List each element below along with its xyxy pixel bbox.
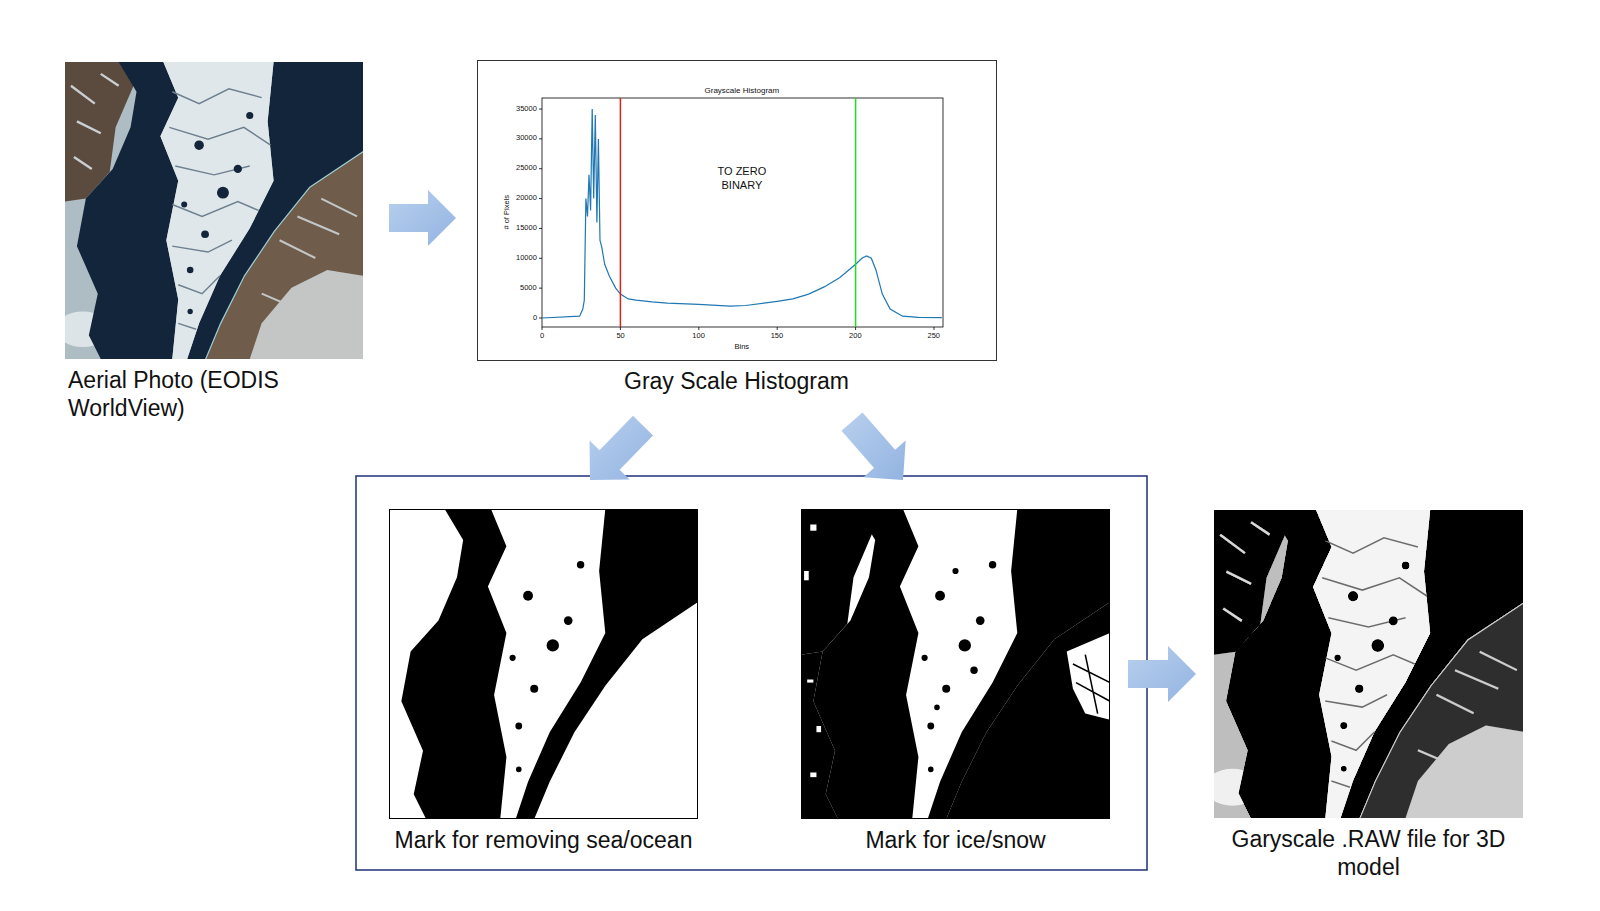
threshold-line [855, 98, 857, 327]
chart-text: TO ZERO [718, 165, 767, 178]
image-caption: Mark for removing sea/ocean [389, 827, 698, 855]
histogram-curve [542, 109, 942, 318]
block-arrow [389, 190, 456, 246]
histogram-chart-part [478, 61, 997, 361]
ice-mask-part [1067, 633, 1110, 720]
image-node: Garyscale .RAW file for 3D model [1214, 510, 1523, 881]
ice-mask-part [801, 509, 872, 655]
image-border [390, 510, 698, 819]
ice-mask-part [816, 726, 821, 732]
tick-label: 15000 [516, 224, 537, 233]
axis-title: # of Pixels [502, 195, 511, 230]
ice-mask-part [946, 602, 1110, 819]
histogram-chart-part [542, 98, 943, 327]
sea-mask [389, 509, 698, 819]
histogram-chart-part [539, 109, 542, 318]
aerial-photo [56, 62, 363, 359]
ice-mask [801, 509, 1110, 819]
block-arrow [590, 416, 654, 480]
tick-label: 30000 [516, 134, 537, 143]
ice-mask-part [1073, 655, 1110, 714]
threshold-line [620, 98, 622, 327]
image-space [477, 60, 996, 368]
chart-text: Grayscale Histogram [705, 86, 780, 95]
grayscale-image-part [1205, 510, 1523, 818]
image-node: Mark for ice/snow [801, 509, 1110, 855]
image-space [1214, 510, 1523, 826]
ice-mask-part [810, 525, 816, 531]
image-caption: Aerial Photo (EODIS WorldView) [65, 367, 318, 422]
sea-mask-part [401, 509, 698, 819]
histogram-chart-part [542, 327, 934, 330]
ice-mask-part [922, 561, 997, 772]
image-node: Mark for removing sea/ocean [389, 509, 698, 855]
image-caption: Garyscale .RAW file for 3D model [1214, 826, 1523, 881]
grayscale-image [1205, 510, 1523, 818]
chart-text: BINARY [722, 179, 763, 192]
image-node: Aerial Photo (EODIS WorldView) [65, 62, 363, 422]
tick-label: 150 [771, 332, 784, 341]
ice-mask-part [801, 652, 838, 819]
image-border [802, 510, 1110, 819]
tick-label: Bins [735, 343, 750, 352]
image-space [801, 509, 1110, 827]
tick-label: 10000 [516, 254, 537, 263]
tick-label: 250 [928, 332, 941, 341]
tick-label: 20000 [516, 194, 537, 203]
ice-mask-part [970, 666, 977, 673]
tick-label: 25000 [516, 164, 537, 173]
tick-label: 100 [692, 332, 705, 341]
group-frame [356, 476, 1147, 870]
sea-mask-part [510, 561, 585, 772]
tick-label: 200 [849, 332, 862, 341]
block-arrow [842, 412, 906, 480]
tick-label: 0 [540, 332, 544, 341]
aerial-photo-part [56, 62, 363, 359]
ice-mask-part [807, 680, 813, 683]
ice-mask-part [952, 568, 958, 574]
tick-label: 50 [616, 332, 624, 341]
sea-mask-part [389, 509, 698, 819]
ice-mask-part [934, 705, 940, 711]
image-space [389, 509, 698, 827]
tick-label: 35000 [516, 105, 537, 114]
tick-label: 0 [533, 314, 537, 323]
image-caption: Mark for ice/snow [801, 827, 1110, 855]
ice-mask-part [804, 571, 809, 580]
block-arrow [1128, 646, 1196, 702]
image-caption: Gray Scale Histogram [477, 368, 996, 396]
image-space [65, 62, 363, 367]
histogram-chart [478, 61, 997, 361]
ice-mask-part [810, 773, 816, 778]
tick-label: 5000 [520, 284, 537, 293]
ice-mask-part [801, 509, 1110, 819]
